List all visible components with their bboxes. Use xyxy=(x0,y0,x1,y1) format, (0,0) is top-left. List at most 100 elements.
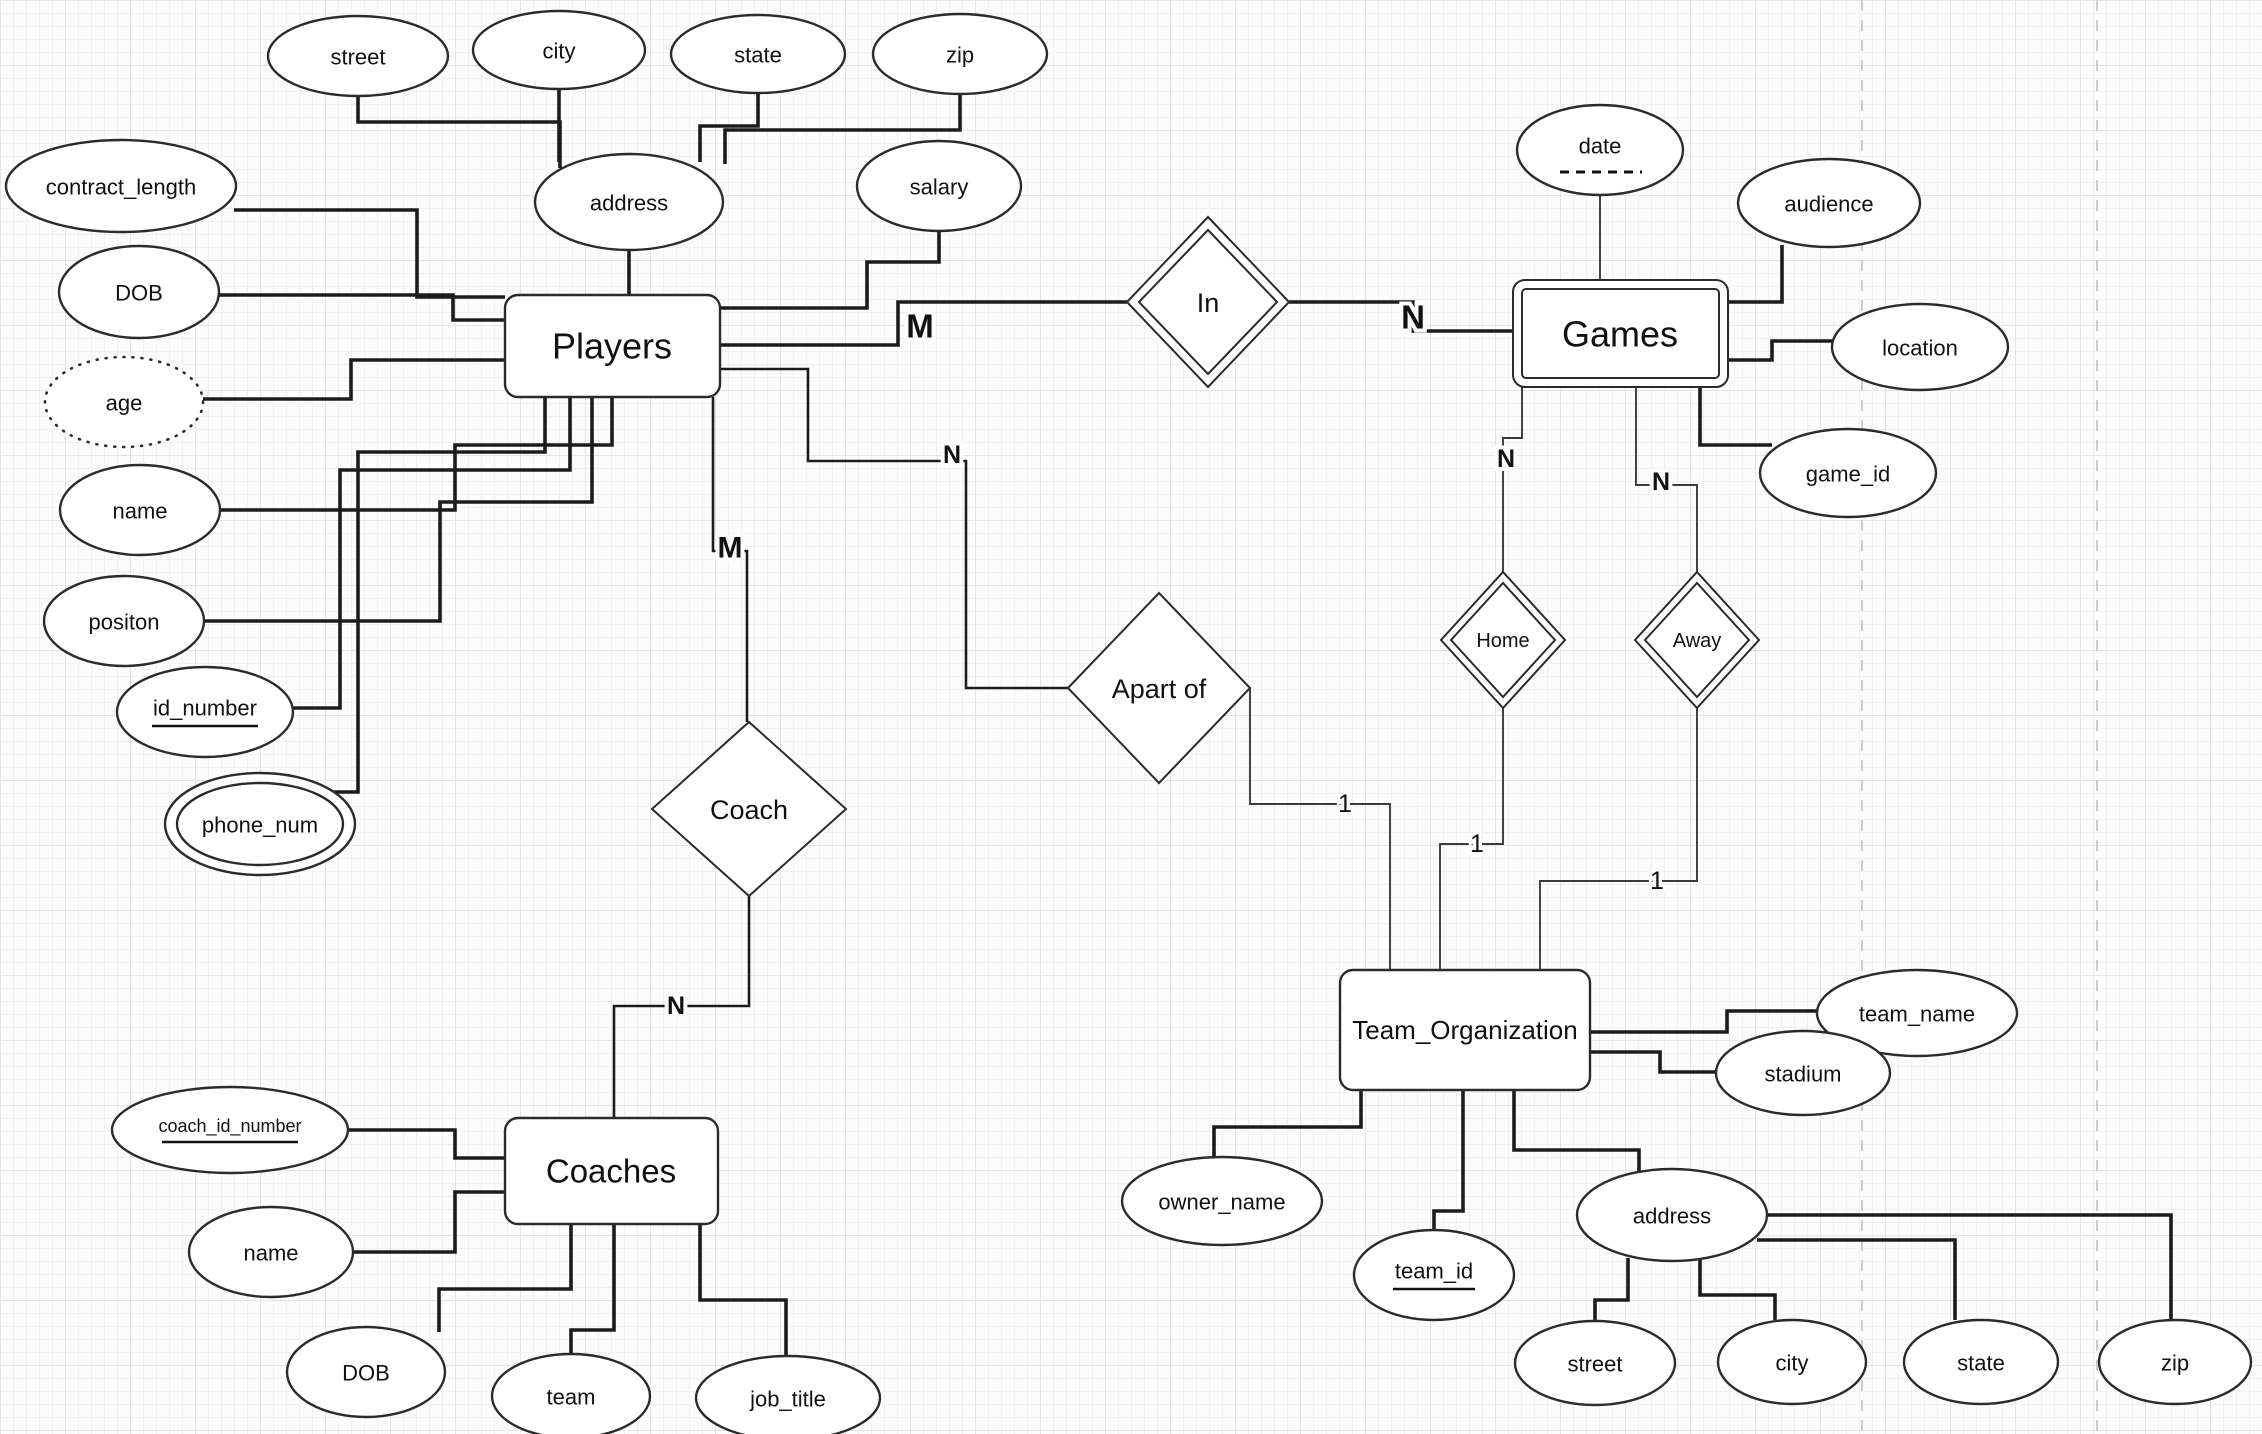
attribute-players-name[interactable]: name xyxy=(58,463,222,557)
relationship-away-label: Away xyxy=(1673,630,1722,652)
cardinality-games-away: N xyxy=(1652,468,1670,496)
relationship-in[interactable]: In xyxy=(1125,215,1291,389)
attribute-label: name xyxy=(243,1241,298,1266)
connector-street-address-to[interactable] xyxy=(1593,1258,1630,1321)
attribute-label: state xyxy=(1957,1351,2005,1376)
entity-team-organization[interactable]: Team_Organization xyxy=(1338,968,1592,1092)
attribute-players-state[interactable]: state xyxy=(669,13,847,95)
connector-contract-length-players[interactable] xyxy=(234,208,505,299)
attribute-players-positon[interactable]: positon xyxy=(42,574,206,668)
entity-players[interactable]: Players xyxy=(503,293,722,399)
attribute-label: DOB xyxy=(342,1361,390,1386)
connector-city-address-to[interactable] xyxy=(1698,1259,1777,1320)
attribute-games-location[interactable]: location xyxy=(1830,302,2010,392)
connector-name-coaches[interactable] xyxy=(353,1190,505,1254)
relationship-coach-label: Coach xyxy=(710,795,788,825)
attribute-coaches-name[interactable]: name xyxy=(187,1205,355,1299)
connector-game-id-games[interactable] xyxy=(1698,387,1772,447)
connector-coach-coaches[interactable] xyxy=(612,896,751,1118)
connector-coach-id-number-coaches[interactable] xyxy=(348,1128,505,1160)
attribute-to-address[interactable]: address xyxy=(1575,1167,1769,1263)
attribute-players-city[interactable]: city xyxy=(471,9,647,91)
connector-state-address-to[interactable] xyxy=(1757,1238,1957,1320)
cardinality-players-in: M xyxy=(906,308,934,345)
cardinality-labels: M N N N N 1 1 1 M N xyxy=(663,295,1674,1025)
cardinality-players-coach: M xyxy=(718,532,743,565)
attribute-coaches-team[interactable]: team xyxy=(490,1352,652,1434)
connector-name-players[interactable] xyxy=(220,397,614,512)
connector-address-to[interactable] xyxy=(1512,1090,1641,1171)
entity-coaches-label: Coaches xyxy=(546,1153,676,1190)
relationship-away[interactable]: Away xyxy=(1633,570,1761,710)
attribute-players-contract-length[interactable]: contract_length xyxy=(4,138,238,234)
attribute-label: city xyxy=(1776,1351,1809,1376)
connector-salary-players[interactable] xyxy=(720,230,941,310)
attribute-to-city[interactable]: city xyxy=(1716,1318,1868,1406)
connector-team-name-to[interactable] xyxy=(1590,1009,1818,1034)
attribute-to-street[interactable]: street xyxy=(1513,1319,1677,1407)
attribute-to-team-name[interactable]: team_name xyxy=(1815,968,2019,1058)
attribute-to-team-id[interactable]: team_id xyxy=(1352,1228,1516,1322)
attribute-games-game-id[interactable]: game_id xyxy=(1758,427,1938,519)
connector-stadium-to[interactable] xyxy=(1590,1050,1717,1074)
connector-zip-address[interactable] xyxy=(723,93,962,164)
connector-id-number-players[interactable] xyxy=(293,397,572,710)
entity-coaches[interactable]: Coaches xyxy=(503,1116,720,1226)
attribute-label: street xyxy=(1567,1352,1622,1377)
attribute-players-zip[interactable]: zip xyxy=(871,12,1049,96)
connector-players-coach[interactable] xyxy=(711,397,749,722)
relationship-coach[interactable]: Coach xyxy=(650,720,848,898)
connector-players-in[interactable] xyxy=(720,300,1127,347)
attribute-games-audience[interactable]: audience xyxy=(1736,157,1922,249)
attribute-players-street[interactable]: street xyxy=(266,14,450,98)
attribute-games-date[interactable]: date xyxy=(1515,103,1685,197)
relationship-home[interactable]: Home xyxy=(1439,570,1567,710)
attribute-label: id_number xyxy=(153,696,257,721)
attribute-label: team_name xyxy=(1859,1002,1975,1027)
attribute-players-salary[interactable]: salary xyxy=(855,139,1023,233)
attribute-coaches-job-title[interactable]: job_title xyxy=(694,1354,882,1434)
relationship-in-label: In xyxy=(1197,288,1220,318)
attribute-label: date xyxy=(1579,134,1622,159)
attribute-players-dob[interactable]: DOB xyxy=(57,244,221,340)
attribute-to-stadium[interactable]: stadium xyxy=(1714,1029,1892,1117)
attribute-to-zip[interactable]: zip xyxy=(2097,1318,2253,1406)
attribute-label: coach_id_number xyxy=(158,1116,301,1137)
attribute-coaches-dob[interactable]: DOB xyxy=(285,1325,447,1419)
connector-games-home[interactable] xyxy=(1502,387,1523,572)
connector-players-apart-of[interactable] xyxy=(720,367,1068,690)
attribute-players-id-number[interactable]: id_number xyxy=(115,665,295,759)
attribute-to-state[interactable]: state xyxy=(1902,1318,2060,1406)
entity-games-label: Games xyxy=(1562,314,1678,355)
attribute-players-phone-num[interactable]: phone_num xyxy=(163,771,357,877)
attribute-label: location xyxy=(1882,336,1958,361)
attribute-label: team_id xyxy=(1395,1259,1473,1284)
connector-location-games[interactable] xyxy=(1728,339,1833,362)
cardinality-players-apart-of: N xyxy=(943,441,961,469)
attribute-players-address[interactable]: address xyxy=(533,152,725,252)
connector-team-id-to[interactable] xyxy=(1432,1090,1465,1231)
attribute-label: salary xyxy=(910,175,969,200)
connector-street-address[interactable] xyxy=(356,96,562,168)
connector-dob-coaches[interactable] xyxy=(437,1224,573,1332)
connector-team-coaches[interactable] xyxy=(569,1224,616,1354)
attribute-coaches-coach-id-number[interactable]: coach_id_number xyxy=(110,1085,350,1175)
attribute-to-owner-name[interactable]: owner_name xyxy=(1120,1155,1324,1247)
connector-job-title-coaches[interactable] xyxy=(698,1224,788,1356)
connector-phone-num-players[interactable] xyxy=(330,397,547,794)
connector-audience-games[interactable] xyxy=(1728,245,1784,304)
connector-dob-players[interactable] xyxy=(219,293,505,322)
connector-positon-players[interactable] xyxy=(204,397,594,623)
entity-games[interactable]: Games xyxy=(1512,279,1729,388)
attribute-players-age[interactable]: age xyxy=(43,355,205,449)
connector-age-players[interactable] xyxy=(203,358,505,401)
connector-in-games[interactable] xyxy=(1289,300,1513,333)
connector-games-away[interactable] xyxy=(1635,387,1698,572)
connector-apart-of-team-organization[interactable] xyxy=(1249,688,1391,970)
relationship-apart-of[interactable]: Apart of xyxy=(1066,591,1252,785)
connector-owner-name-to[interactable] xyxy=(1212,1090,1363,1158)
connector-away-team-organization[interactable] xyxy=(1539,708,1698,970)
connector-home-team-organization[interactable] xyxy=(1439,708,1504,970)
connector-zip-address-to[interactable] xyxy=(1766,1213,2173,1320)
connector-state-address[interactable] xyxy=(698,92,760,162)
